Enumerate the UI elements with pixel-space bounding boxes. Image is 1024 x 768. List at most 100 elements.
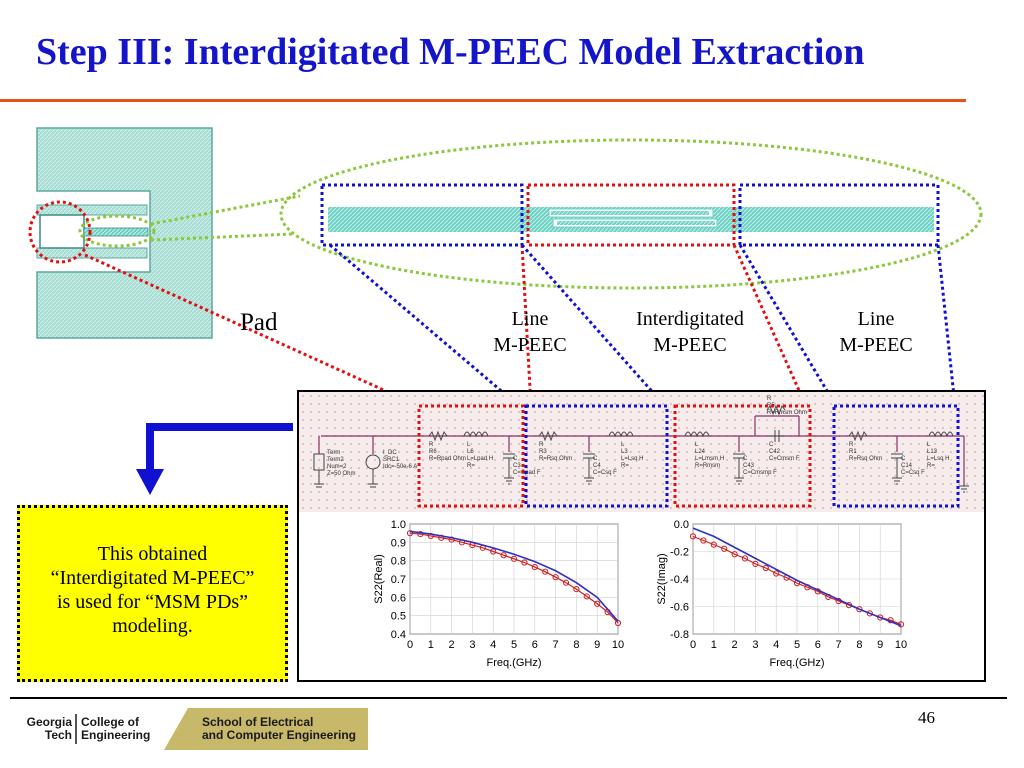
data-point — [406, 530, 414, 537]
x-tick-label: 5 — [511, 639, 517, 651]
note-line: “Interdigitated M-PEEC” — [50, 567, 255, 589]
y-tick-label: 0.6 — [391, 592, 406, 604]
data-point — [510, 555, 518, 562]
schematic-text: Idc=-50e-6 A — [383, 464, 418, 470]
schematic-text: R=Rpad Ohm — [429, 456, 466, 462]
y-tick-label: 0.9 — [391, 537, 406, 549]
series-line — [692, 527, 902, 627]
data-point — [490, 548, 497, 555]
schematic-rsq-label: R R3 R=Rsq Ohm — [539, 442, 572, 463]
schematic-text: Term — [327, 450, 341, 456]
y-axis-label: S22(Imag) — [656, 553, 668, 604]
schematic-rsq2-label: R R1 R=Rsq Ohm — [849, 442, 882, 463]
schematic-text: R3 — [539, 449, 547, 455]
chip-layout — [36, 127, 213, 339]
schematic-csq2-label: C C14 C=Csq F — [901, 456, 925, 477]
schematic-text: R= — [467, 463, 475, 469]
schematic-text: R6 — [429, 449, 437, 455]
x-tick-label: 0 — [690, 639, 696, 651]
x-tick-label: 1 — [428, 639, 434, 651]
series-line — [409, 530, 619, 622]
zoom-indicator — [78, 138, 983, 290]
note-box: This obtained “Interdigitated M-PEEC” is… — [17, 505, 288, 682]
x-tick-label: 2 — [449, 639, 455, 651]
logo-school: School of Electrical and Computer Engine… — [202, 716, 356, 742]
logo-college: College of Engineering — [81, 716, 150, 742]
schematic-text: L — [695, 442, 699, 448]
schematic-text: L — [467, 442, 471, 448]
schematic-text: L=Lsq H — [621, 456, 644, 462]
schematic-lpad-label: L L6 L=Lpad H R= — [467, 442, 493, 470]
schematic-text: R — [767, 396, 772, 402]
schematic-text: C=Csq F — [593, 470, 617, 476]
schematic-text: R=Rsq Ohm — [849, 456, 883, 462]
data-point — [762, 564, 769, 572]
line-m-peec-label-left: Line M-PEEC — [474, 306, 586, 358]
series-line — [409, 532, 619, 624]
data-point — [752, 560, 759, 567]
interdigitated-segment-box — [526, 183, 736, 247]
y-tick-label: -0.8 — [670, 629, 689, 641]
x-axis-label: Freq.(GHz) — [770, 657, 825, 669]
x-tick-label: 10 — [895, 639, 907, 651]
schematic-text: C14 — [901, 463, 913, 469]
x-tick-label: 6 — [532, 639, 538, 651]
x-tick-label: 6 — [815, 639, 821, 651]
schematic-rpad-label: R R6 R=Rpad Ohm — [429, 442, 466, 463]
schematic-lmsm-label: L L24 L=Lmsm H R=Rmsm — [695, 442, 724, 470]
y-tick-label: 0.8 — [391, 556, 406, 568]
y-axis-label: S22(Real) — [373, 554, 385, 604]
schematic-text: C4 — [593, 463, 601, 469]
data-point — [583, 593, 590, 600]
data-point — [700, 537, 707, 544]
data-point — [542, 568, 549, 575]
schematic-text: R=Rmsm — [695, 463, 721, 469]
x-tick-label: 9 — [594, 639, 600, 651]
data-point — [731, 551, 738, 558]
schematic-cmsm-label: C C42 C=Cmsm F — [769, 442, 800, 463]
y-tick-label: 0.4 — [391, 629, 406, 641]
schematic-text: L=Lmsm H — [695, 456, 725, 462]
interdigitated-m-peec-label: Interdigitated M-PEEC — [616, 306, 764, 358]
data-point — [500, 552, 507, 559]
x-tick-label: 5 — [794, 639, 800, 651]
georgia-tech-logo: Georgia Tech College of Engineering Scho… — [14, 706, 370, 752]
schematic-text: L=Lpad H — [467, 456, 494, 462]
y-tick-label: -0.6 — [670, 602, 689, 614]
schematic-text: C — [513, 456, 518, 462]
schematic-text: L — [621, 442, 625, 448]
schematic-text: C=Cpad F — [513, 470, 541, 476]
line-m-peec-label-right: Line M-PEEC — [820, 306, 932, 358]
data-point — [773, 570, 780, 577]
zoomed-strip — [328, 207, 934, 232]
logo-text: Engineering — [81, 728, 151, 742]
schematic-text: R5 — [767, 403, 775, 409]
arrow-down-icon — [136, 423, 293, 495]
schematic-lsq-label: L L3 L=Lsq H R= — [621, 442, 644, 470]
schematic-text: C — [593, 456, 598, 462]
data-point — [573, 585, 580, 593]
data-point — [552, 574, 559, 581]
page-number: 46 — [918, 708, 935, 727]
schematic-text: C42 — [769, 449, 781, 455]
slide-title: Step III: Interdigitated M-PEEC Model Ex… — [36, 31, 865, 73]
schematic-text: R= — [621, 463, 629, 469]
schematic-text: R1 — [849, 449, 857, 455]
schematic-text: SRC1 — [383, 457, 400, 463]
schematic-text: C=Cmsmp F — [743, 470, 777, 476]
data-point — [562, 579, 570, 586]
schematic-text: Num=2 — [327, 464, 347, 470]
schematic-text: L6 — [467, 449, 474, 455]
schematic-text: R=Rmsm Ohm — [767, 410, 807, 416]
schematic-text: R — [539, 442, 544, 448]
schematic-text: Term2 — [327, 457, 344, 463]
pad-circle — [28, 200, 92, 264]
schematic-idc-label: I_DC SRC1 Idc=-50e-6 A — [383, 450, 417, 471]
logo-text: and Computer Engineering — [202, 728, 357, 742]
y-tick-label: 0.5 — [391, 611, 406, 623]
schematic-text: R — [849, 442, 854, 448]
data-point — [721, 545, 728, 552]
